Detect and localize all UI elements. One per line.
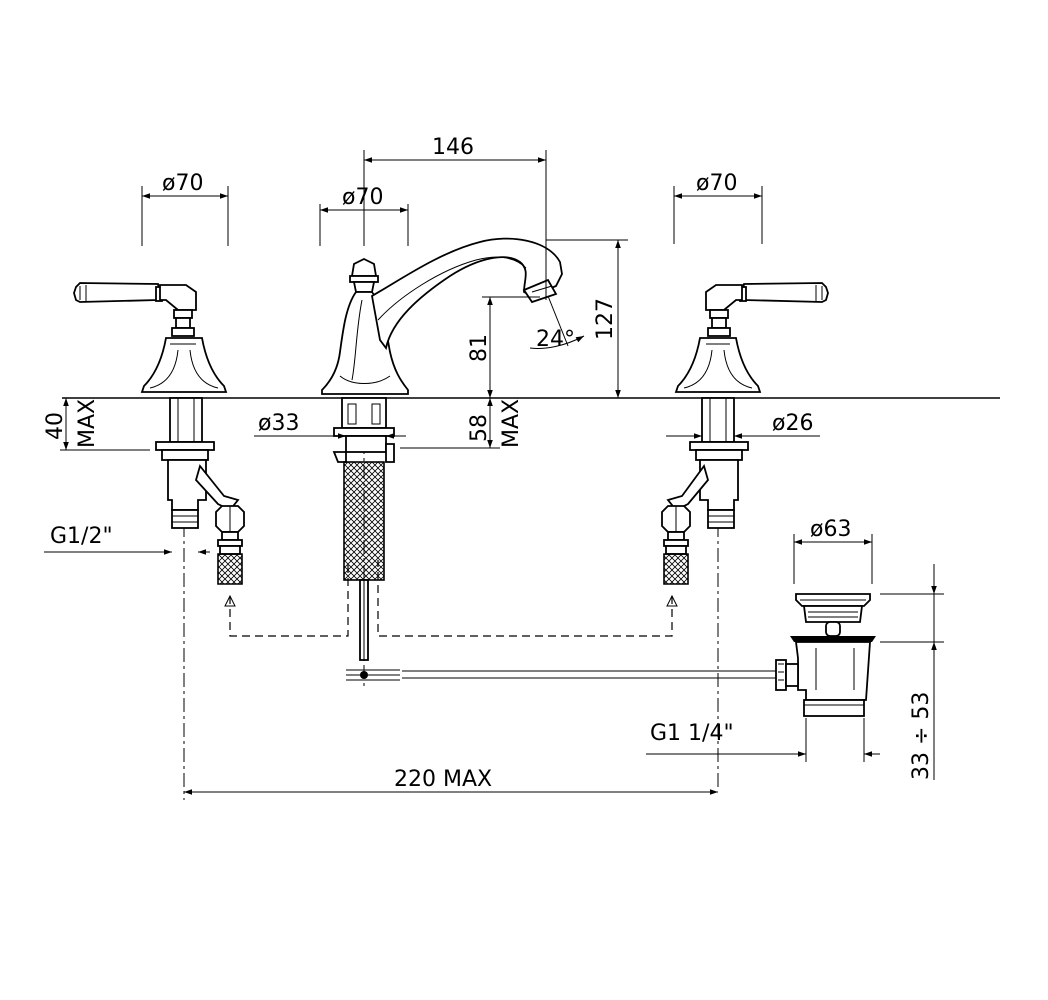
label-waste-diameter: ø63 (810, 517, 851, 542)
waste-drain (775, 593, 876, 717)
label-inlet-thread: G1/2" (50, 524, 113, 549)
dimension-total-width: 220 MAX (184, 767, 718, 795)
dimension-spout-outlet-height: 81 (467, 296, 540, 398)
label-spout-reach: 146 (432, 135, 474, 160)
dimension-left-handle-diameter: ø70 (141, 171, 229, 246)
label-deck-thickness-side-max: MAX (75, 399, 100, 448)
dimension-waste-range: 33 ÷ 53 (880, 564, 944, 780)
left-handle-valve (73, 282, 245, 585)
right-handle-valve (661, 282, 829, 585)
label-total-width: 220 MAX (394, 767, 492, 792)
label-spout-angle: 24° (536, 327, 575, 352)
dimension-waste-diameter: ø63 (793, 517, 873, 584)
label-left-handle-diameter: ø70 (162, 171, 203, 196)
popup-rod (346, 669, 776, 681)
label-spout-height: 127 (593, 298, 618, 340)
dimension-deck-thickness-center: 58 MAX (400, 398, 524, 449)
hose-routes (224, 560, 678, 637)
label-waste-thread: G1 1/4" (650, 721, 734, 746)
dimension-waste-thread: G1 1/4" (646, 718, 880, 762)
label-deck-thickness-center-max: MAX (499, 399, 524, 448)
label-spout-outlet-height: 81 (467, 334, 492, 362)
dimension-side-shank-diameter: ø26 (666, 411, 820, 439)
dimension-spout-reach: 146 (363, 135, 547, 300)
label-spout-shank-diameter: ø33 (258, 411, 299, 436)
label-spout-diameter: ø70 (342, 185, 383, 210)
label-deck-thickness-center: 58 (467, 414, 492, 442)
dimension-inlet-thread: G1/2" (44, 524, 210, 555)
label-right-handle-diameter: ø70 (696, 171, 737, 196)
dimension-right-handle-diameter: ø70 (673, 171, 763, 244)
label-waste-range: 33 ÷ 53 (909, 692, 934, 780)
dimension-spout-shank-diameter: ø33 (254, 411, 406, 439)
dimension-spout-height: 127 (546, 239, 628, 398)
spout-shank (332, 397, 395, 661)
label-side-shank-diameter: ø26 (772, 411, 813, 436)
dimension-deck-thickness-side: 40 MAX (43, 398, 150, 451)
spout-body (321, 237, 585, 395)
label-deck-thickness-side: 40 (43, 412, 68, 440)
